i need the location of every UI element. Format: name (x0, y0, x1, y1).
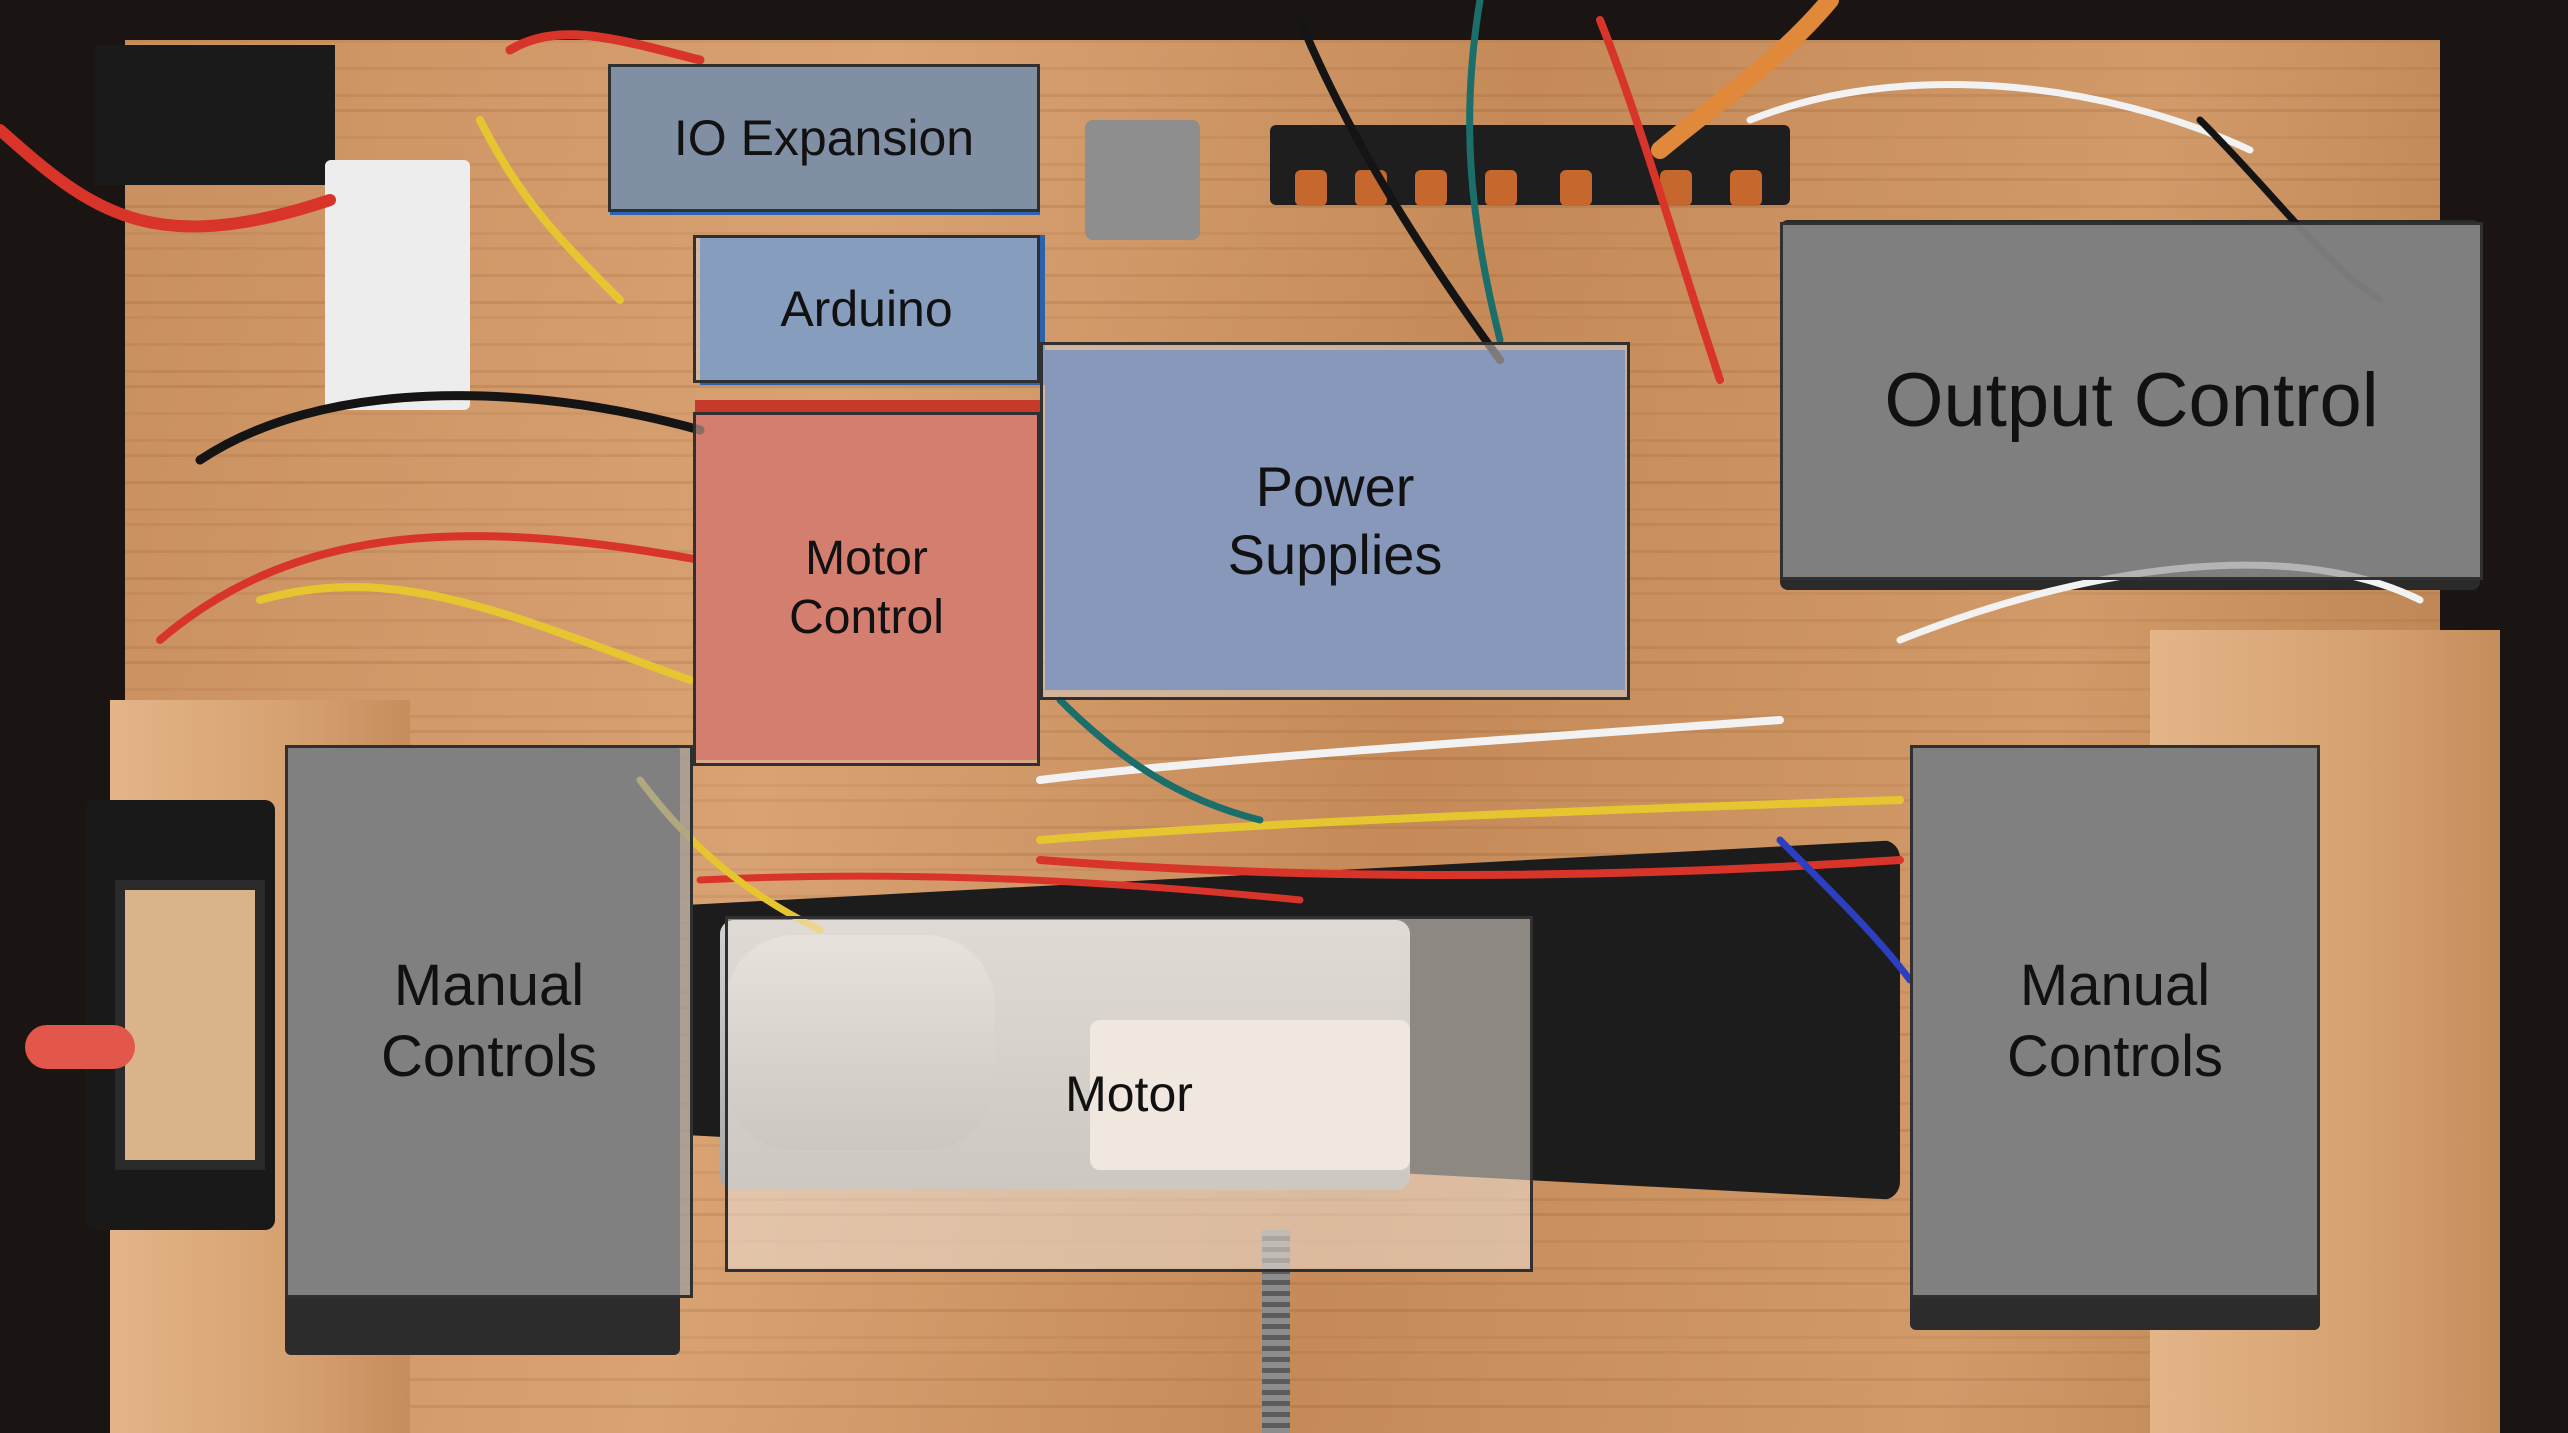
wire (1036, 856, 1904, 879)
wire (476, 116, 624, 304)
wire (1746, 81, 2254, 154)
wood-grain (125, 730, 2440, 733)
wire (1056, 696, 1264, 824)
wood-grain (125, 301, 2440, 304)
wood-grain (125, 94, 2440, 97)
wire (1036, 716, 1784, 784)
zip-tie (25, 1025, 135, 1069)
display-window (115, 880, 265, 1170)
wood-grain (125, 853, 2440, 856)
wood-grain (125, 247, 2440, 250)
arduino-label: Arduino (780, 280, 953, 337)
motor-label-box: Motor (725, 916, 1533, 1272)
wood-grain (125, 205, 2440, 208)
output-control-label-box: Output Control (1780, 222, 2483, 580)
wire (1466, 0, 1504, 344)
resistor (1560, 170, 1592, 206)
resistor (1730, 170, 1762, 206)
wire (1296, 16, 1504, 364)
wood-grain (125, 784, 2440, 787)
wire (156, 532, 704, 644)
power-supplies-label: Power Supplies (1227, 454, 1443, 586)
wire (1036, 796, 1904, 844)
terminal-strip (325, 160, 470, 410)
wood-grain (125, 316, 2440, 319)
manual-controls-right-label: Manual Controls (2007, 952, 2223, 1089)
wire (0, 124, 336, 233)
arduino-label-box: Arduino (693, 235, 1040, 383)
manual-controls-right-label-box: Manual Controls (1910, 745, 2320, 1298)
wire (696, 872, 1304, 904)
resistor (1295, 170, 1327, 206)
wood-grain (125, 40, 2440, 43)
io-expansion-label: IO Expansion (673, 109, 975, 166)
corner-mount (95, 45, 335, 185)
wood-grain (125, 109, 2440, 112)
wire (1651, 0, 1839, 159)
wood-grain (125, 67, 2440, 70)
manual-controls-left-label: Manual Controls (381, 952, 597, 1089)
wire (256, 583, 694, 684)
wire (195, 391, 705, 465)
wire (1596, 16, 1724, 384)
wood-grain (125, 715, 2440, 718)
resistor (1415, 170, 1447, 206)
wood-grain (125, 274, 2440, 277)
motor-control-label-box: Motor Control (693, 412, 1040, 766)
resistor (1485, 170, 1517, 206)
wire (1776, 836, 1914, 984)
motor-control-label: Motor Control (789, 532, 944, 644)
wire (505, 30, 705, 65)
wire-connector-block (1085, 120, 1200, 240)
manual-controls-left-label-box: Manual Controls (285, 745, 693, 1298)
wood-grain (125, 799, 2440, 802)
motor-label: Motor (1065, 1065, 1193, 1122)
power-supplies-label-box: Power Supplies (1040, 342, 1630, 700)
io-expansion-label-box: IO Expansion (608, 64, 1040, 212)
output-control-label: Output Control (1884, 357, 2379, 443)
wood-grain (125, 232, 2440, 235)
